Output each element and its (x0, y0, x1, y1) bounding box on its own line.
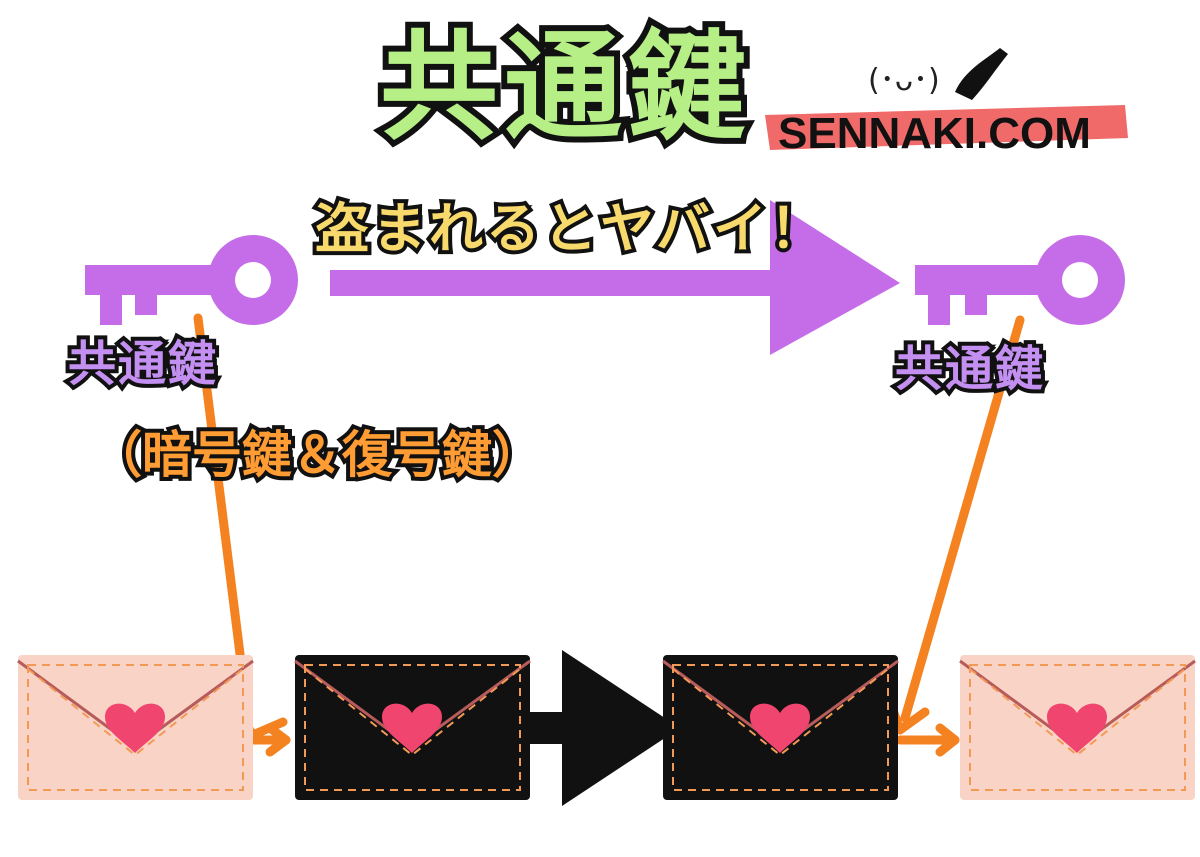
diagram-title: 共通鍵 (374, 18, 753, 156)
left-key-label: 共通鍵 (64, 336, 220, 392)
plain-envelope-right (958, 653, 1197, 802)
encrypted-envelope-left (293, 653, 532, 802)
plain-envelope-left (16, 653, 255, 802)
brand-site: SENNAKI.COM (778, 109, 1091, 158)
send-arrow (530, 650, 680, 806)
right-key-icon (915, 235, 1125, 325)
brand-face: (･ᴗ･) (868, 63, 940, 98)
left-key-role: （暗号鍵＆復号鍵） (88, 426, 546, 484)
warning-text: 盗まれるとヤバイ！ (311, 197, 828, 260)
brand-highlight (765, 105, 1128, 150)
brush-icon (955, 48, 1008, 100)
right-key-label: 共通鍵 (891, 341, 1047, 397)
left-key-icon (85, 235, 298, 325)
encrypted-envelope-right (661, 653, 900, 802)
transfer-arrow (330, 200, 900, 355)
